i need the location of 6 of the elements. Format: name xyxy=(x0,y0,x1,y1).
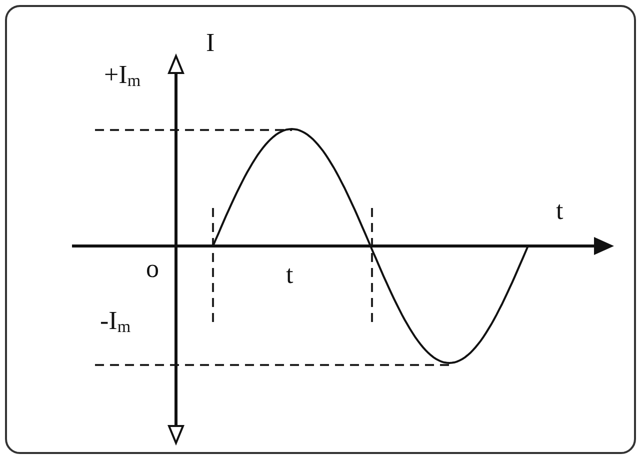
axis-label: t xyxy=(556,198,564,224)
axis-value-label: +I$_{m}$ xyxy=(104,62,141,89)
origin-label: o xyxy=(146,256,159,282)
axis-value-label: t xyxy=(286,262,294,288)
axis-label: I xyxy=(206,30,215,56)
axis-value-label: -I$_{m}$ xyxy=(100,308,131,335)
